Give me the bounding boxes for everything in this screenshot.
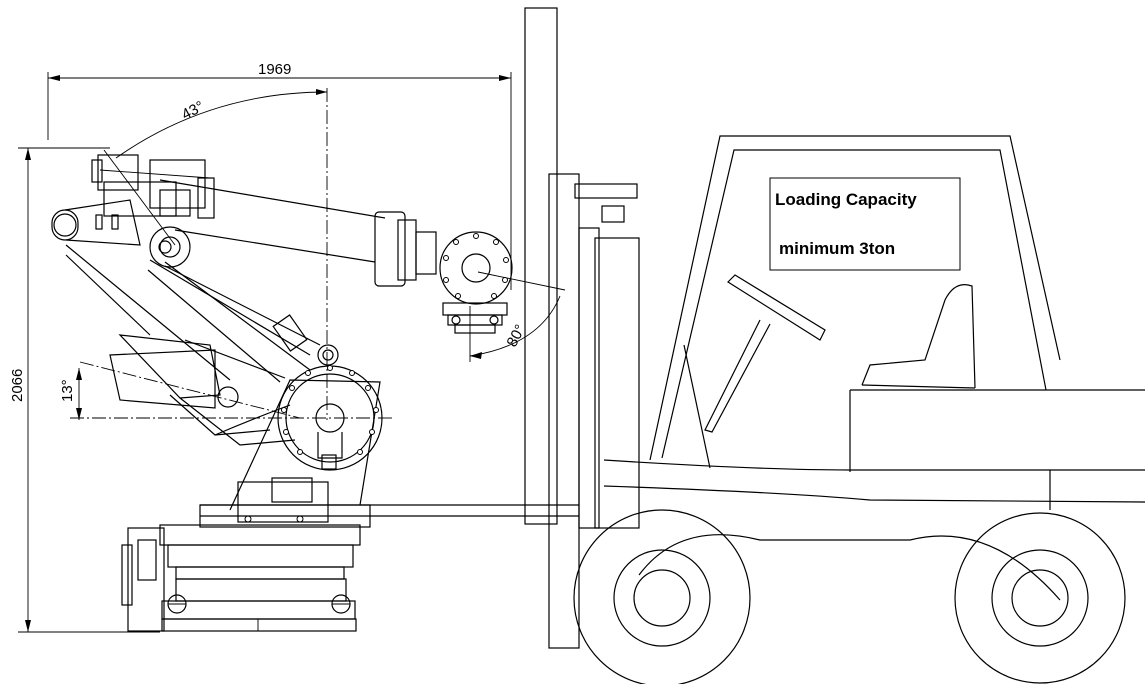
forklift-body (603, 389, 1145, 601)
forklift-mast (524, 7, 640, 649)
capacity-label-box (769, 177, 961, 271)
dimension-angle-wrist: 80° (469, 271, 566, 362)
robot-turntable (199, 477, 371, 528)
forklift-front-wheel (573, 509, 751, 684)
forklift-forks (200, 504, 579, 517)
robot-base (121, 524, 361, 632)
height-dimension-label: 2066 (9, 369, 26, 402)
robot-lower-arm (65, 244, 381, 511)
capacity-label-line2: minimum 3ton (779, 239, 895, 258)
dimension-angle-lower: 13° (59, 361, 395, 420)
reach-dimension-label: 1969 (258, 61, 291, 78)
robot-wrist (439, 231, 513, 334)
angle-lower-label: 13° (59, 379, 76, 402)
forklift-seat (861, 284, 976, 389)
dimension-height: 2066 (9, 147, 160, 633)
angle-upper-label: 43° (179, 98, 207, 124)
forklift-rear-wheel (954, 512, 1126, 684)
forklift-steering (704, 274, 826, 433)
robot-counterweight (109, 349, 271, 436)
forklift-cabin: Loading Capacity minimum 3ton (649, 135, 1061, 469)
robot-upper-arm (51, 179, 437, 366)
robot-shoulder-joint (277, 365, 383, 471)
robot-motor-pack (91, 154, 215, 230)
capacity-label-line1: Loading Capacity (775, 190, 917, 209)
dimension-reach: 1969 (47, 61, 512, 290)
